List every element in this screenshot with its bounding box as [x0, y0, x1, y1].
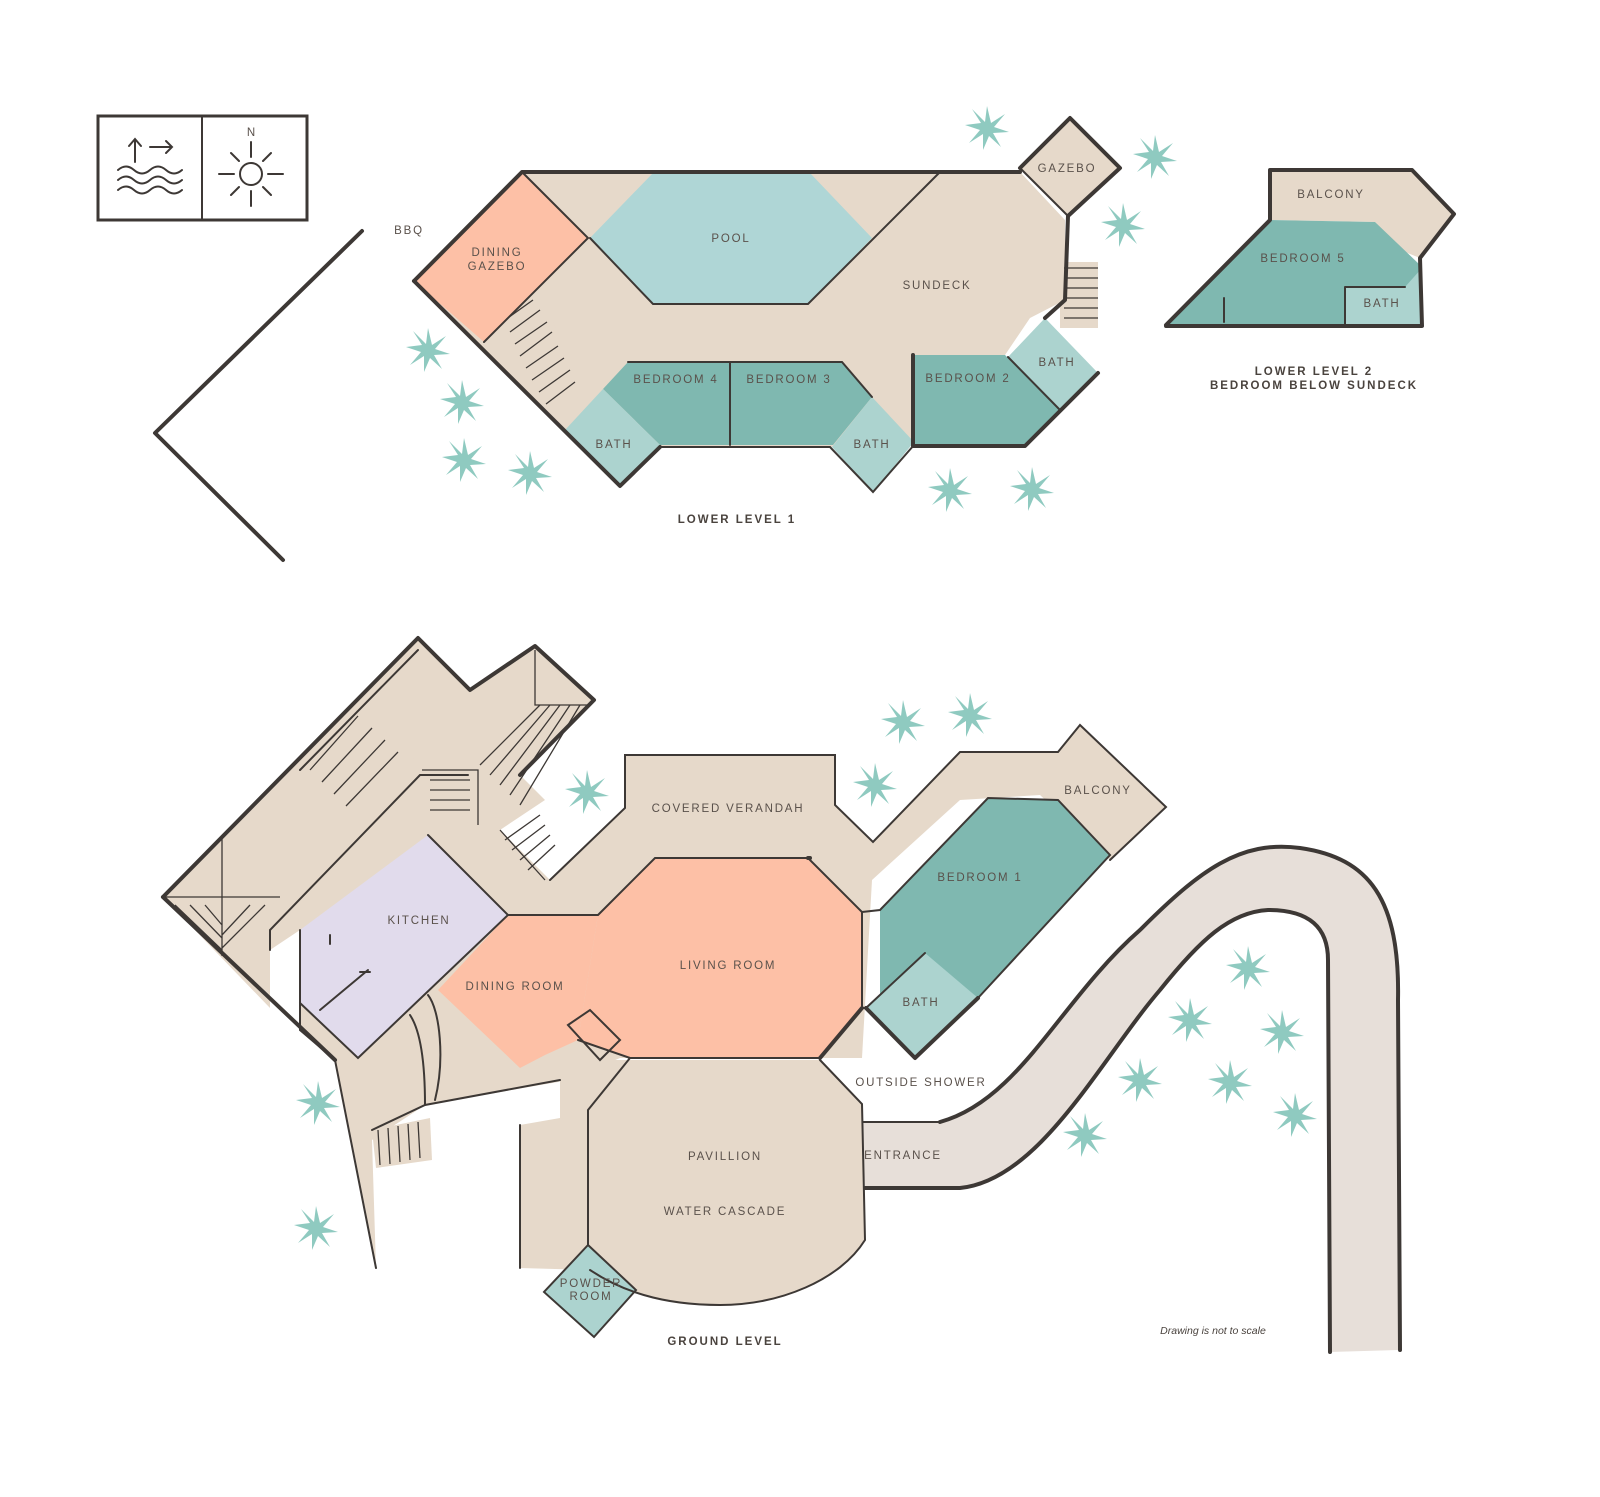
label-bbq: BBQ — [394, 225, 424, 237]
caption-ground-level: GROUND LEVEL — [667, 1336, 782, 1348]
palm-tree-icon — [440, 380, 484, 424]
palm-tree-icon — [1101, 203, 1145, 247]
label-pavillion: PAVILLION — [688, 1151, 762, 1163]
bedroom-3 — [730, 362, 872, 445]
palm-tree-icon — [508, 451, 552, 495]
label-dining-gazebo-2: GAZEBO — [468, 261, 527, 273]
palm-tree-icon — [1208, 1060, 1252, 1104]
north-label: N — [247, 127, 255, 139]
dining-gazebo — [414, 172, 588, 342]
palm-tree-icon — [565, 770, 609, 814]
palm-tree-icon — [294, 1206, 338, 1250]
label-entrance: ENTRANCE — [864, 1150, 942, 1162]
label-dining-room: DINING ROOM — [465, 981, 564, 993]
palm-tree-icon — [1010, 467, 1054, 511]
label-sundeck: SUNDECK — [903, 280, 972, 292]
label-covered-verandah: COVERED VERANDAH — [652, 803, 805, 815]
compass-sun-icon: N — [218, 127, 284, 207]
bath-middle — [832, 397, 914, 492]
footnote-not-to-scale: Drawing is not to scale — [1160, 1325, 1266, 1337]
dining-room — [438, 915, 598, 1068]
label-bedroom-2: BEDROOM 2 — [925, 373, 1010, 385]
label-bath-ground: BATH — [902, 997, 939, 1009]
stairs-left — [500, 298, 580, 420]
pool — [590, 173, 872, 304]
palm-tree-icon — [1118, 1058, 1162, 1102]
label-kitchen: KITCHEN — [387, 915, 450, 927]
pavillion — [520, 1060, 865, 1305]
label-dining-gazebo-1: DINING — [471, 247, 522, 259]
gazebo — [1020, 118, 1120, 216]
label-powder-room-1: POWDER — [560, 1278, 623, 1290]
label-bedroom-1: BEDROOM 1 — [937, 872, 1022, 884]
palm-tree-icon — [406, 328, 450, 372]
palm-tree-icon — [296, 1081, 340, 1125]
palm-tree-icon — [1226, 946, 1270, 990]
bath-right — [1008, 318, 1098, 410]
lower-level-2: BALCONY BEDROOM 5 BATH LOWER LEVEL 2 BED… — [1164, 168, 1456, 392]
label-bedroom-5: BEDROOM 5 — [1260, 253, 1345, 265]
label-bath-middle: BATH — [853, 439, 890, 451]
palm-tree-icon — [1260, 1010, 1304, 1054]
palm-tree-icon — [1063, 1113, 1107, 1157]
palm-tree-icon — [853, 763, 897, 807]
label-balcony-ll2: BALCONY — [1297, 189, 1365, 201]
balcony-ll2 — [1270, 170, 1454, 258]
caption-lower-level-2-line1: LOWER LEVEL 2 — [1255, 366, 1373, 378]
ocean-waves-arrows-icon — [117, 137, 183, 195]
boundary-wall — [153, 229, 364, 562]
bedroom-4 — [603, 362, 730, 445]
label-water-cascade: WATER CASCADE — [664, 1206, 786, 1218]
label-living-room: LIVING ROOM — [680, 960, 776, 972]
bath-left — [565, 389, 660, 486]
label-bath-right: BATH — [1038, 357, 1075, 369]
label-pool: POOL — [711, 233, 750, 245]
label-gazebo: GAZEBO — [1038, 163, 1097, 175]
label-outside-shower: OUTSIDE SHOWER — [855, 1077, 986, 1089]
bedroom-2 — [915, 355, 1060, 446]
palm-tree-icon — [1168, 998, 1212, 1042]
label-bath-ll2: BATH — [1363, 298, 1400, 310]
driveway — [862, 846, 1400, 1352]
palm-tree-icon — [948, 693, 992, 737]
palm-tree-icon — [1133, 135, 1177, 179]
label-bath-left: BATH — [595, 439, 632, 451]
label-powder-room-2: ROOM — [570, 1291, 613, 1303]
kitchen — [300, 835, 508, 1058]
legend-box: N — [96, 114, 309, 222]
ground-level: COVERED VERANDAH BALCONY BEDROOM 1 KITCH… — [161, 636, 1402, 1354]
label-bedroom-3: BEDROOM 3 — [746, 374, 831, 386]
palm-tree-icon — [928, 468, 972, 512]
palm-tree-icon — [881, 700, 925, 744]
living-room — [578, 858, 862, 1058]
palm-tree-icon — [965, 106, 1009, 150]
bath-ground — [866, 953, 978, 1058]
lower-level-1: BBQ DINING GAZEBO POOL SUNDECK GAZEBO BE… — [394, 116, 1122, 526]
stairs-ground — [163, 650, 590, 1168]
bath-ll2 — [1345, 268, 1422, 325]
label-balcony-ground: BALCONY — [1064, 785, 1132, 797]
label-bedroom-4: BEDROOM 4 — [633, 374, 718, 386]
caption-lower-level-2-line2: BEDROOM BELOW SUNDECK — [1210, 380, 1418, 392]
palm-tree-icon — [442, 438, 486, 482]
caption-lower-level-1: LOWER LEVEL 1 — [678, 514, 796, 526]
palm-tree-icon — [1273, 1093, 1317, 1137]
